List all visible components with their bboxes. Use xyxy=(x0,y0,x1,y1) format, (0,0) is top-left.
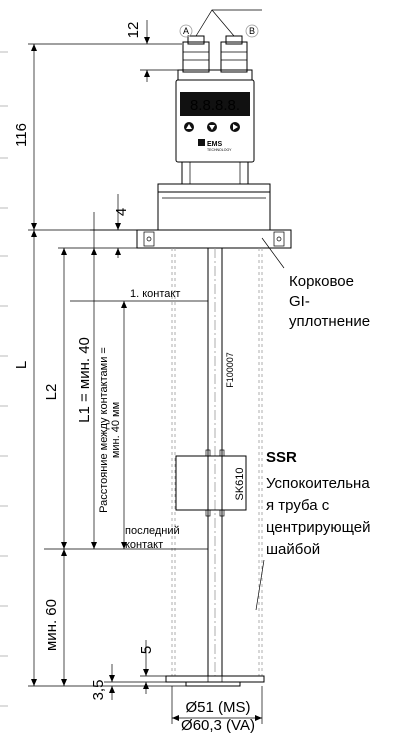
dim-diameter xyxy=(171,686,263,724)
first-contact-label: 1. контакт xyxy=(130,288,180,300)
dim-116-label: 116 xyxy=(13,123,30,147)
diameter-ms-label: Ø51 (MS) xyxy=(185,699,250,716)
dim-4 xyxy=(90,194,137,258)
contact-spacing-min: мин. 40 мм xyxy=(110,402,122,458)
dim-min60-label: мин. 60 xyxy=(43,599,60,651)
flange xyxy=(136,229,292,249)
brand-logo-icon xyxy=(198,139,205,146)
dim-12-label: 12 xyxy=(125,22,142,39)
diameter-va-label: Ø60,3 (VA) xyxy=(181,717,255,734)
margin-ticks xyxy=(0,51,8,707)
connector-b xyxy=(220,35,248,73)
last-contact-label-1: последний xyxy=(125,525,180,537)
cork-leader xyxy=(261,237,285,269)
centering-disk xyxy=(165,675,265,687)
ssr-label-4: шайбой xyxy=(266,541,320,558)
cork-label-3: уплотнение xyxy=(289,313,370,330)
ssr-leader xyxy=(255,559,265,611)
display-digits: 8.8.8.8. xyxy=(190,97,240,114)
dim-116 xyxy=(28,43,140,230)
part-number: F100007 xyxy=(225,352,235,388)
dim-L2 xyxy=(44,247,208,550)
dim-35-label: 3,5 xyxy=(90,680,107,701)
probe-rod xyxy=(207,247,223,677)
contact-spacing-label: Расстояние между контактами = xyxy=(98,347,110,513)
connector-b-badge xyxy=(245,24,259,38)
dim-L1 xyxy=(91,212,97,549)
brand-sub: TECHNOLOGY xyxy=(207,148,232,152)
dim-5-label: 5 xyxy=(138,646,155,654)
cork-label-2: GI- xyxy=(289,293,310,310)
dim-L1-label: L1 = мин. 40 xyxy=(76,337,93,423)
dim-L xyxy=(28,229,186,687)
connector-a xyxy=(182,35,210,73)
dim-35 xyxy=(104,664,186,700)
stilling-tube xyxy=(171,248,263,676)
dim-contact-spacing xyxy=(70,300,208,549)
dim-5 xyxy=(140,640,166,694)
sensor-float xyxy=(175,449,247,517)
connector-a-badge xyxy=(179,24,193,38)
last-contact-label-2: контакт xyxy=(125,539,163,551)
brand-name: EMS xyxy=(207,141,223,148)
dim-4-label: 4 xyxy=(113,208,130,216)
ssr-label-1: Успокоительна xyxy=(266,475,370,492)
sensor-model: SK610 xyxy=(234,467,246,500)
dim-L-label: L xyxy=(13,361,30,369)
display-panel xyxy=(180,92,250,116)
connector-b-label: B xyxy=(249,26,255,36)
connector-a-label: A xyxy=(183,26,189,36)
dim-L2-label: L2 xyxy=(43,384,60,401)
ssr-title: SSR xyxy=(266,449,297,466)
dim-min60 xyxy=(61,549,67,686)
ssr-label-3: центрирующей xyxy=(266,519,370,536)
dim-12 xyxy=(140,20,182,82)
head-housing: 8.8.8.8. EMS TECHNOLOGY xyxy=(157,69,271,231)
ssr-label-2: я труба с xyxy=(266,497,330,514)
cork-label-1: Корковое xyxy=(289,273,354,290)
